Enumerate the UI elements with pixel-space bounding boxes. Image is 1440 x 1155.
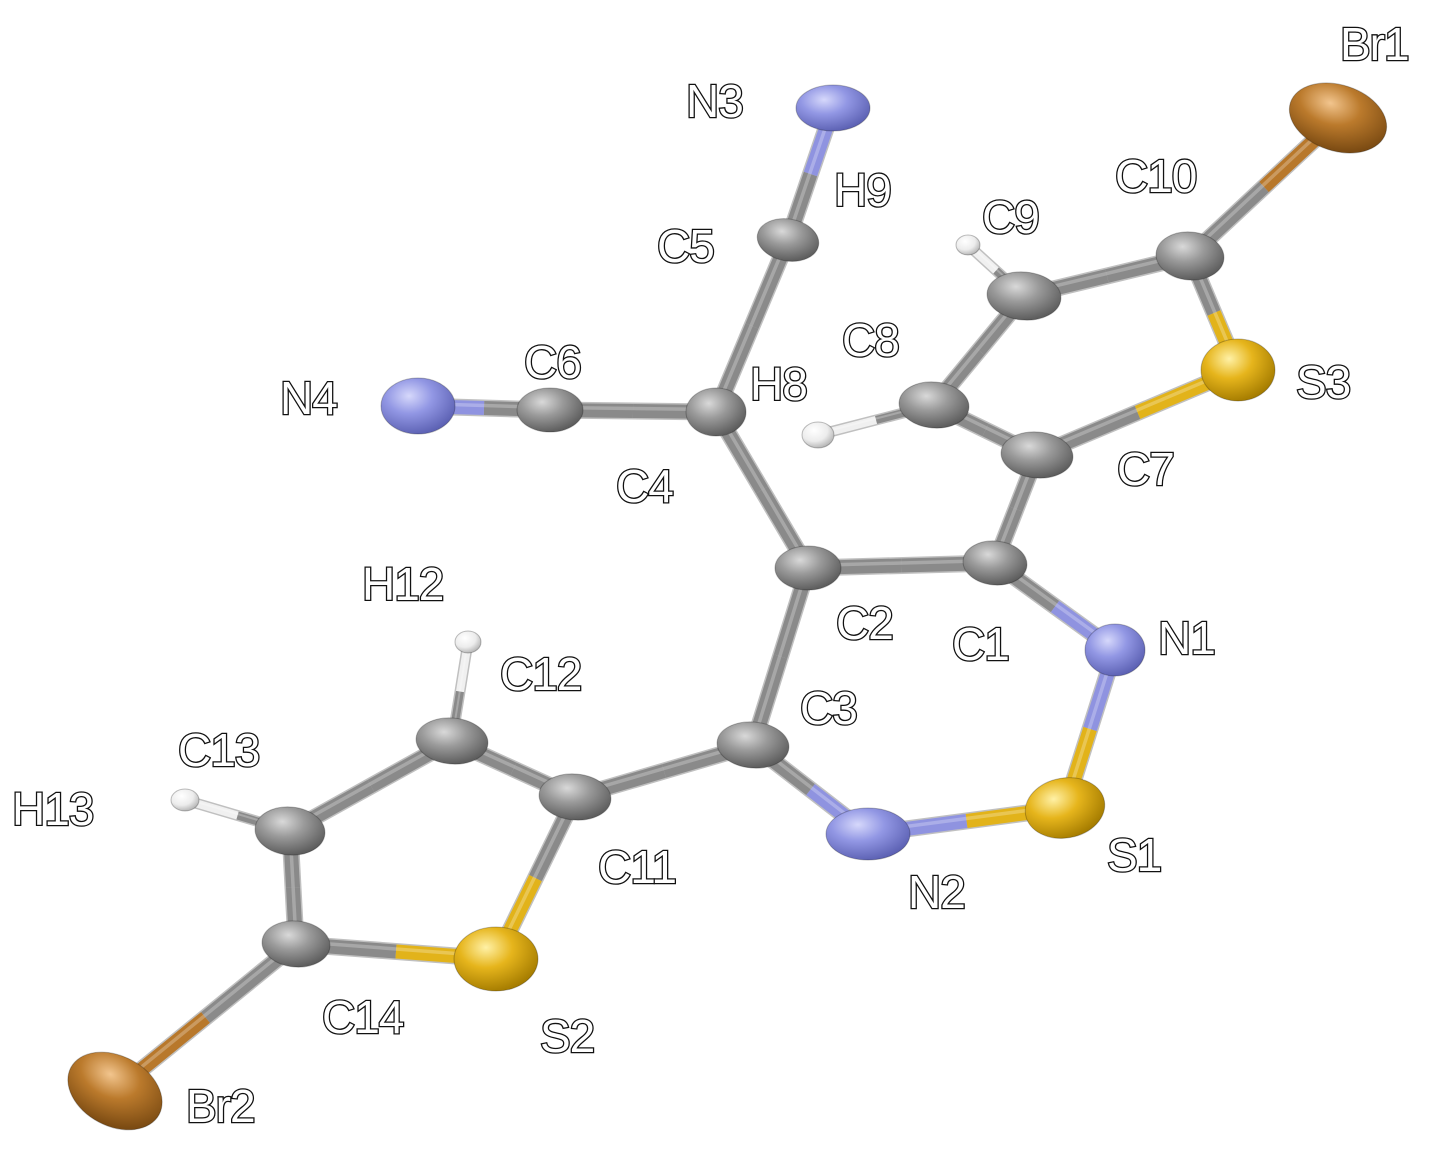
label-c12: C12 bbox=[500, 648, 581, 700]
label-s2: S2 bbox=[540, 1010, 594, 1062]
atom-c1 bbox=[962, 540, 1028, 586]
atom-br1 bbox=[1288, 82, 1388, 154]
label-c9: C9 bbox=[982, 191, 1039, 243]
atom-c8 bbox=[898, 381, 970, 429]
atom-n4 bbox=[380, 377, 456, 435]
atom-c12 bbox=[415, 717, 489, 765]
label-n1: N1 bbox=[1158, 612, 1215, 664]
label-c13: C13 bbox=[178, 724, 259, 776]
label-n4: N4 bbox=[280, 372, 337, 424]
atom-n1 bbox=[1084, 623, 1146, 677]
atom-n3 bbox=[795, 84, 871, 132]
label-h9: H9 bbox=[834, 164, 891, 216]
atom-br2 bbox=[67, 1051, 163, 1131]
label-n3: N3 bbox=[686, 75, 743, 127]
atom-n2 bbox=[825, 807, 911, 861]
atom-h8 bbox=[801, 421, 835, 449]
label-h8: H8 bbox=[750, 358, 807, 410]
label-c4: C4 bbox=[616, 460, 673, 512]
atom-h9 bbox=[955, 234, 981, 256]
label-h13: H13 bbox=[12, 783, 93, 835]
atom-h12 bbox=[454, 630, 482, 654]
atom-s1 bbox=[1024, 777, 1106, 839]
label-layer: Br1 C10 C9 S3 C7 C8 H8 N3 H9 C5 C6 N4 C4… bbox=[11, 17, 1411, 1134]
atom-c10 bbox=[1155, 231, 1225, 281]
label-c5: C5 bbox=[657, 220, 714, 272]
label-n2: N2 bbox=[908, 866, 965, 918]
label-c10: C10 bbox=[1115, 150, 1196, 202]
atom-c14 bbox=[261, 920, 331, 968]
label-c6: C6 bbox=[524, 336, 581, 388]
label-c7: C7 bbox=[1117, 443, 1174, 495]
atom-c13 bbox=[254, 806, 326, 856]
label-c3: C3 bbox=[800, 682, 857, 734]
atom-h13 bbox=[170, 788, 200, 812]
label-c14: C14 bbox=[322, 991, 404, 1043]
atom-s2 bbox=[453, 926, 539, 992]
atom-s3 bbox=[1200, 338, 1276, 402]
atom-c3 bbox=[716, 721, 790, 769]
label-s3: S3 bbox=[1296, 356, 1350, 408]
atom-c9 bbox=[986, 271, 1062, 321]
atom-layer bbox=[67, 82, 1388, 1131]
atom-c4 bbox=[685, 387, 747, 437]
label-c1: C1 bbox=[952, 618, 1009, 670]
label-c2: C2 bbox=[836, 597, 893, 649]
atom-c6 bbox=[516, 387, 584, 433]
label-c11: C11 bbox=[598, 841, 676, 893]
atom-c7 bbox=[1000, 431, 1074, 479]
label-h12: H12 bbox=[362, 558, 443, 610]
label-br2: Br2 bbox=[186, 1080, 255, 1132]
label-br1: Br1 bbox=[1340, 18, 1409, 70]
atom-c2 bbox=[774, 545, 842, 591]
label-c8: C8 bbox=[842, 314, 899, 366]
label-s1: S1 bbox=[1107, 829, 1161, 881]
atom-c11 bbox=[538, 773, 612, 821]
atom-c5 bbox=[756, 218, 820, 262]
